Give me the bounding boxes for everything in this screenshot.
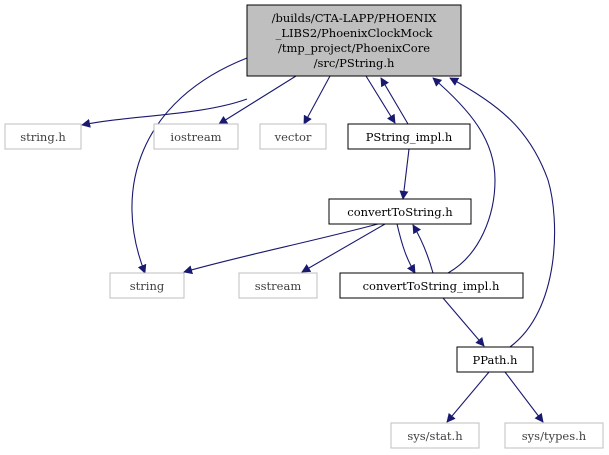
node-vector-label: vector xyxy=(274,130,312,144)
edge-ppath-to-sys-stat xyxy=(446,371,490,423)
edge-ppath-to-root xyxy=(449,77,556,348)
edge-root-to-pstring-impl xyxy=(365,75,396,124)
edge-converttostring-impl-to-converttostring xyxy=(412,224,434,274)
node-iostream-label: iostream xyxy=(170,130,221,144)
node-sys-types[interactable]: sys/types.h xyxy=(504,422,604,449)
node-string-h-label: string.h xyxy=(20,130,66,144)
node-root-line-3: /tmp_project/PhoenixCore xyxy=(278,41,430,55)
edges xyxy=(81,57,556,423)
node-sstream[interactable]: sstream xyxy=(238,272,318,299)
node-converttostring-label: convertToString.h xyxy=(347,205,453,219)
node-string-h[interactable]: string.h xyxy=(4,123,82,150)
edge-converttostring-to-sstream xyxy=(301,223,386,273)
edge-root-to-iostream xyxy=(218,75,297,125)
edge-converttostring-impl-to-ppath xyxy=(442,297,485,347)
edge-converttostring-to-converttostring-impl xyxy=(396,223,416,274)
node-sys-stat[interactable]: sys/stat.h xyxy=(390,422,480,449)
node-sstream-label: sstream xyxy=(255,279,302,293)
node-root-line-2: _LIBS2/PhoenixClockMock xyxy=(276,26,434,40)
node-root-line-4: /src/PString.h xyxy=(314,56,395,70)
node-string[interactable]: string xyxy=(109,272,185,299)
edge-converttostring-impl-to-root xyxy=(432,77,496,274)
node-root[interactable]: /builds/CTA-LAPP/PHOENIX _LIBS2/PhoenixC… xyxy=(246,4,462,77)
edge-root-to-string xyxy=(131,57,248,274)
edge-converttostring-to-string xyxy=(183,223,379,275)
nodes: /builds/CTA-LAPP/PHOENIX _LIBS2/PhoenixC… xyxy=(4,4,604,449)
edge-ppath-to-sys-types xyxy=(504,371,544,423)
edge-root-to-vector xyxy=(303,75,331,125)
node-iostream[interactable]: iostream xyxy=(153,123,239,150)
node-converttostring-impl[interactable]: convertToString_impl.h xyxy=(339,272,524,299)
edge-pstring-impl-to-converttostring xyxy=(399,148,410,200)
node-sys-types-label: sys/types.h xyxy=(522,429,587,443)
node-pstring-impl-label: PString_impl.h xyxy=(366,130,453,144)
edge-pstring-impl-to-root xyxy=(380,77,409,125)
node-ppath-label: PPath.h xyxy=(473,353,518,367)
node-converttostring[interactable]: convertToString.h xyxy=(328,198,472,225)
node-vector[interactable]: vector xyxy=(259,123,327,150)
node-string-label: string xyxy=(130,279,165,293)
edge-root-to-string-h xyxy=(81,98,248,128)
node-root-line-1: /builds/CTA-LAPP/PHOENIX xyxy=(272,11,438,25)
node-sys-stat-label: sys/stat.h xyxy=(407,429,463,443)
node-converttostring-impl-label: convertToString_impl.h xyxy=(363,279,500,293)
node-ppath[interactable]: PPath.h xyxy=(456,346,534,373)
node-pstring-impl[interactable]: PString_impl.h xyxy=(347,123,471,150)
